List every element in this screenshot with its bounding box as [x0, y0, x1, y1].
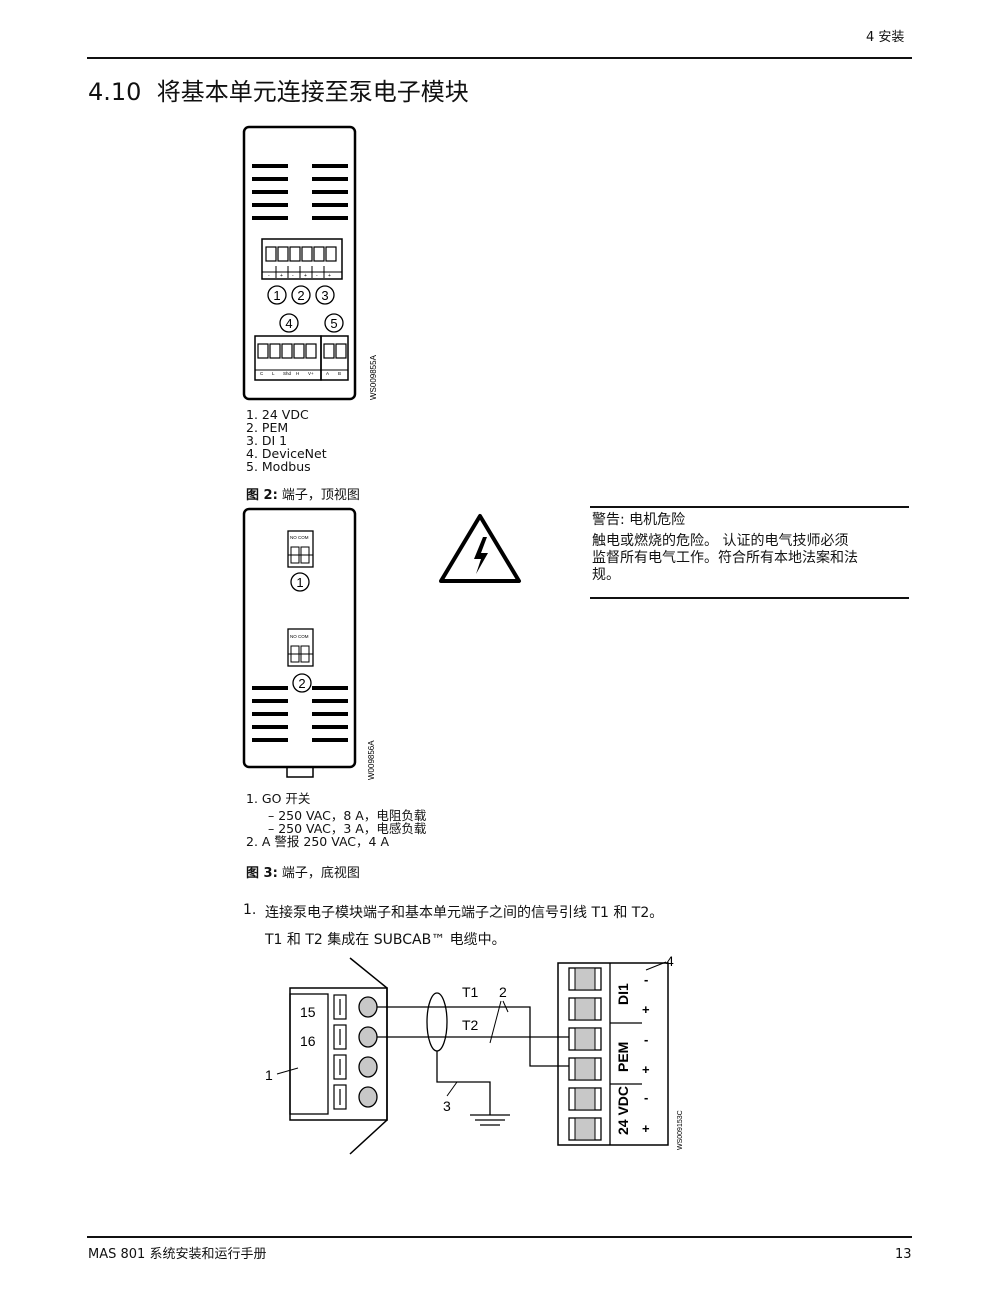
legend-item: 1. 24 VDC — [246, 407, 309, 422]
polarity: + — [642, 1062, 650, 1077]
terminal-block-1-3 — [261, 238, 343, 280]
section-title: 将基本单元连接至泵电子模块 — [156, 78, 469, 106]
polarity: - — [644, 972, 648, 987]
legend-sub-item: – 250 VAC，8 A，电阻负载 — [268, 808, 427, 823]
legend-item: 1. GO 开关 — [246, 791, 311, 806]
group-pem: PEM — [615, 1042, 631, 1072]
marker-4: 4 — [285, 316, 292, 331]
marker-2: 2 — [298, 676, 305, 691]
figure-bottom-legend: 1. GO 开关 – 250 VAC，8 A，电阻负载 – 250 VAC，3 … — [246, 792, 426, 848]
term-label: V+ — [308, 371, 314, 376]
step-line-2: T1 和 T2 集成在 SUBCAB™ 电缆中。 — [265, 932, 506, 948]
cable-shield — [426, 992, 448, 1052]
marker-5: 5 — [330, 316, 337, 331]
terminal-block-modbus — [320, 335, 349, 381]
terminal-bottom-view-figure: NO COM 1 NO COM 2 W009856A — [242, 507, 376, 780]
wire-t2-label: T2 — [462, 1017, 479, 1033]
terminal-top-view-figure: - + - + - + 1 2 3 4 5 C L Shd H V+ A B W… — [242, 125, 378, 401]
figure-code: WS009855A — [369, 354, 378, 400]
callout-2: 2 — [499, 984, 507, 1000]
caption-text: 端子，顶视图 — [281, 488, 360, 503]
warning-body-line: 监督所有电气工作。符合所有本地法案和法 — [592, 550, 858, 566]
warning-panel: 警告: 电机危险 触电或燃烧的危险。 认证的电气技师必须 监督所有电气工作。符合… — [592, 512, 858, 584]
wire-t1-label: T1 — [462, 984, 479, 1000]
term-label: + — [304, 273, 307, 279]
header-rule — [87, 57, 912, 59]
page-number: 13 — [895, 1247, 912, 1262]
legend-item: 2. A 警报 250 VAC，4 A — [246, 834, 390, 849]
marker-circle — [291, 285, 311, 305]
legend-sub-item: – 250 VAC，3 A，电感负载 — [268, 821, 427, 836]
relay-terminal-2 — [287, 628, 314, 667]
marker-1: 1 — [296, 575, 303, 590]
marker-circle — [279, 313, 299, 333]
figure-code: WS009153C — [677, 1110, 684, 1150]
term-label: C — [260, 371, 264, 376]
base-unit-terminal — [557, 962, 669, 1146]
group-di1: DI1 — [615, 983, 631, 1005]
section-number: 4.10 — [88, 78, 142, 106]
marker-circle — [315, 285, 335, 305]
warning-body-line: 触电或燃烧的危险。 认证的电气技师必须 — [592, 533, 849, 549]
marker-2: 2 — [297, 288, 304, 303]
polarity: + — [642, 1002, 650, 1017]
term-label: + — [280, 273, 283, 279]
marker-1: 1 — [273, 288, 280, 303]
callout-4: 4 — [666, 953, 674, 969]
section-heading: 4.10 将基本单元连接至泵电子模块 — [88, 78, 469, 106]
footer-manual-title: MAS 801 系统安装和运行手册 — [88, 1247, 267, 1262]
marker-circle — [292, 673, 312, 693]
marker-circle — [290, 572, 310, 592]
term-label: H — [296, 371, 299, 376]
caption-label: 图 3: — [246, 866, 278, 881]
relay-terminal-1 — [287, 530, 314, 568]
figure-top-legend: 1. 24 VDC 2. PEM 3. DI 1 4. DeviceNet 5.… — [246, 408, 327, 473]
pin-16-label: 16 — [300, 1033, 316, 1049]
legend-item: 5. Modbus — [246, 459, 311, 474]
marker-circle — [324, 313, 344, 333]
warning-bottom-rule — [590, 597, 909, 599]
step-line-1: 连接泵电子模块端子和基本单元端子之间的信号引线 T1 和 T2。 — [265, 905, 664, 921]
marker-circle — [267, 285, 287, 305]
mounting-clip — [286, 766, 314, 778]
relay-label: NO COM — [290, 535, 309, 540]
marker-3: 3 — [321, 288, 328, 303]
chapter-header: 4 安装 — [866, 30, 905, 45]
callout-1: 1 — [265, 1067, 273, 1083]
term-label: L — [272, 371, 275, 376]
vent-slots-bottom — [252, 686, 348, 742]
figure-3-caption: 图 3: 端子，底视图 — [246, 862, 360, 881]
term-label: A — [326, 371, 329, 376]
footer-rule — [87, 1236, 912, 1238]
caption-label: 图 2: — [246, 488, 278, 503]
warning-top-rule — [590, 506, 909, 508]
legend-item: 2. PEM — [246, 420, 289, 435]
caption-text: 端子，底视图 — [281, 866, 360, 881]
polarity: + — [642, 1121, 650, 1136]
term-label: B — [338, 371, 341, 376]
legend-item: 4. DeviceNet — [246, 446, 327, 461]
term-label: - — [316, 273, 318, 279]
step-number: 1. — [243, 902, 257, 918]
warning-title: 警告: 电机危险 — [592, 512, 686, 528]
polarity: - — [644, 1090, 648, 1105]
callout-3: 3 — [443, 1098, 451, 1114]
group-24vdc: 24 VDC — [615, 1086, 631, 1135]
term-label: - — [268, 273, 270, 279]
relay-label: NO COM — [290, 634, 309, 639]
warning-body-line: 规。 — [592, 567, 620, 583]
polarity: - — [644, 1032, 648, 1047]
pin-15-label: 15 — [300, 1004, 316, 1020]
figure-code: W009856A — [367, 740, 376, 780]
legend-item: 3. DI 1 — [246, 433, 288, 448]
term-label: Shd — [283, 371, 292, 376]
electrical-hazard-icon — [439, 514, 521, 583]
vent-slots-top — [252, 164, 348, 220]
term-label: - — [292, 273, 294, 279]
figure-2-caption: 图 2: 端子，顶视图 — [246, 484, 360, 503]
term-label: + — [328, 273, 331, 279]
wiring-diagram: 15 16 1 3 T1 T2 2 DI1 PEM 24 VDC - + - + — [265, 953, 684, 1155]
